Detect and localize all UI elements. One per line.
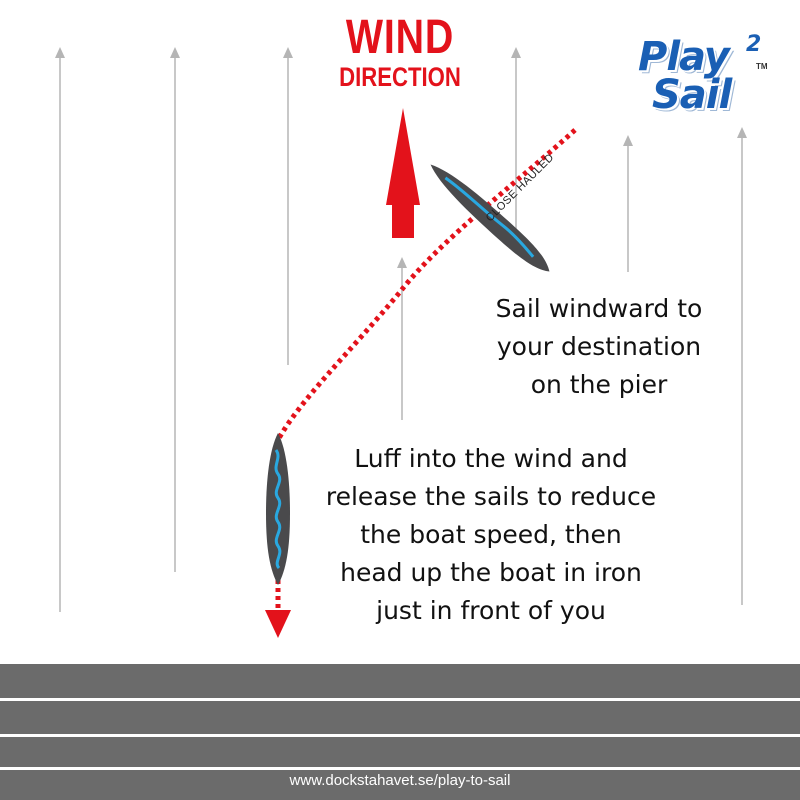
wind-line-heads [55,47,747,268]
wind-direction-title: WIND DIRECTION [300,14,500,91]
wind-lines [59,50,743,612]
pier-plank-line [0,698,800,701]
down-arrow-icon [265,610,291,638]
logo-word-sail: Sail [652,72,732,118]
instruction-line: Luff into the wind and [354,444,628,473]
footer-url[interactable]: www.dockstahavet.se/play-to-sail [289,772,511,789]
up-arrow-icon [386,108,420,238]
instruction-line: the boat speed, then [360,520,622,549]
logo-trademark: TM [756,62,768,71]
course-path [275,128,577,442]
pier-plank-line [0,767,800,770]
sailboat-icon [430,164,550,272]
instruction-line: head up the boat in iron [340,558,642,587]
pier-plank-line [0,734,800,737]
logo-word-play: Play [638,34,730,80]
instruction-line: your destination [496,332,702,361]
sailboat-icon [266,433,290,585]
luff-instruction: Luff into the wind and release the sails… [318,440,664,630]
play2sail-logo: Play 2 Sail TM [628,32,778,124]
instruction-line: just in front of you [376,596,606,625]
wind-title-line1: WIND [345,11,455,64]
wind-title-line2: DIRECTION [339,62,461,92]
instruction-line: on the pier [530,370,668,399]
logo-superscript: 2 [746,32,762,57]
pier [0,664,800,800]
instruction-line: release the sails to reduce [325,482,657,511]
instruction-line: Sail windward to [495,294,703,323]
windward-instruction: Sail windward to your destination on the… [474,290,724,404]
